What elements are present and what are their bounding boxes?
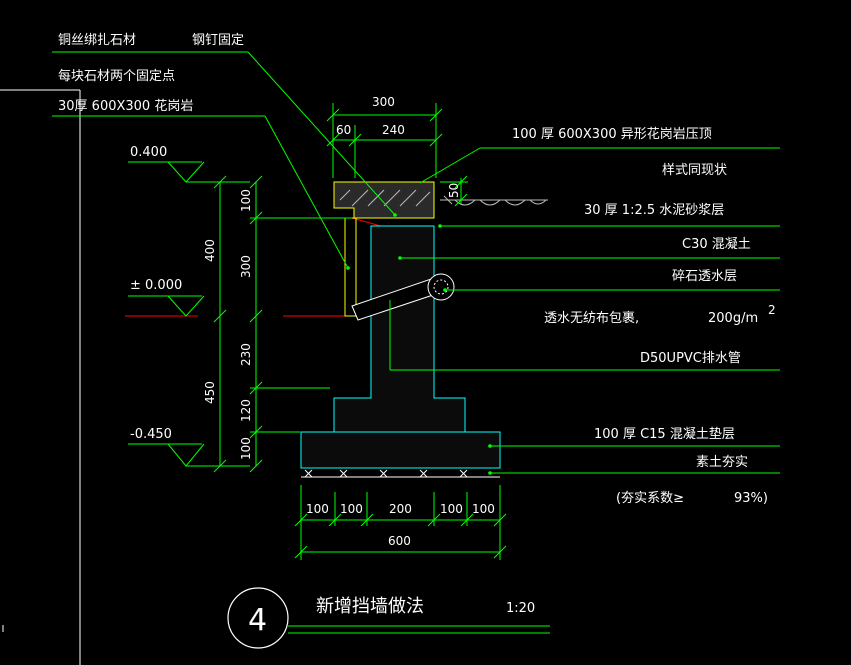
dim-r-100a: 100 [239,189,253,212]
label-compaction-b: 93%) [734,491,768,506]
label-compaction-a: (夯实系数≥ [616,491,684,506]
drain-pipe [351,273,455,321]
dim-bot-total: 600 [388,534,411,548]
label-fabric: 透水无纺布包裹, [544,311,639,326]
stone-cladding [333,181,435,317]
dim-bot-3: 200 [389,502,412,516]
label-c15: 100 厚 C15 混凝土垫层 [594,426,735,442]
label-granite-30: 30厚 600X300 花岗岩 [58,98,193,114]
drawing-scale: 1:20 [506,601,535,616]
dim-bot-5: 100 [472,502,495,516]
elevation-zero: ± 0.000 [130,278,182,293]
detail-number: 4 [248,603,267,638]
c15-base-pad [300,431,501,469]
dim-bot-2: 100 [340,502,363,516]
label-mortar: 30 厚 1:2.5 水泥砂浆层 [584,203,724,218]
dim-top-left: 60 [336,123,351,137]
detail-number-circle [227,587,289,649]
label-style-note: 样式同现状 [662,163,727,178]
leader-lines [52,51,780,634]
dim-left-450: 450 [203,381,217,404]
elevation-bottom: -0.450 [130,427,172,442]
dim-r-300: 300 [239,255,253,278]
soil-hatch [301,469,500,478]
callout-dots [346,213,492,475]
label-nail-fix: 钢钉固定 [192,33,244,48]
elevation-markers [128,161,250,467]
label-c30: C30 混凝土 [682,236,751,252]
label-gravel: 碎石透水层 [672,269,737,284]
dim-left-400: 400 [203,239,217,262]
label-coping-100: 100 厚 600X300 异形花岗岩压顶 [512,126,712,142]
label-wire-tie: 铜丝绑扎石材 [58,33,136,48]
elevation-top: 0.400 [130,145,167,160]
dim-side-50: 50 [447,183,461,198]
dim-r-120: 120 [239,399,253,422]
coping-hatch [339,189,431,207]
dim-bot-4: 100 [440,502,463,516]
dim-r-230: 230 [239,343,253,366]
label-soil: 素土夯实 [696,455,748,470]
label-fabric-weight: 200g/m [708,311,758,326]
drawing-title: 新增挡墙做法 [316,596,424,617]
label-fabric-sup: 2 [768,303,776,317]
dim-top-right: 240 [382,123,405,137]
surface-hatch [440,195,548,206]
dimension-lines [213,103,507,560]
dim-r-100b: 100 [239,437,253,460]
label-two-points: 每块石材两个固定点 [58,68,175,84]
drawing-frame [0,89,81,665]
dim-top-total: 300 [372,95,395,109]
dim-bot-1: 100 [306,502,329,516]
label-pipe: D50UPVC排水管 [640,351,741,366]
